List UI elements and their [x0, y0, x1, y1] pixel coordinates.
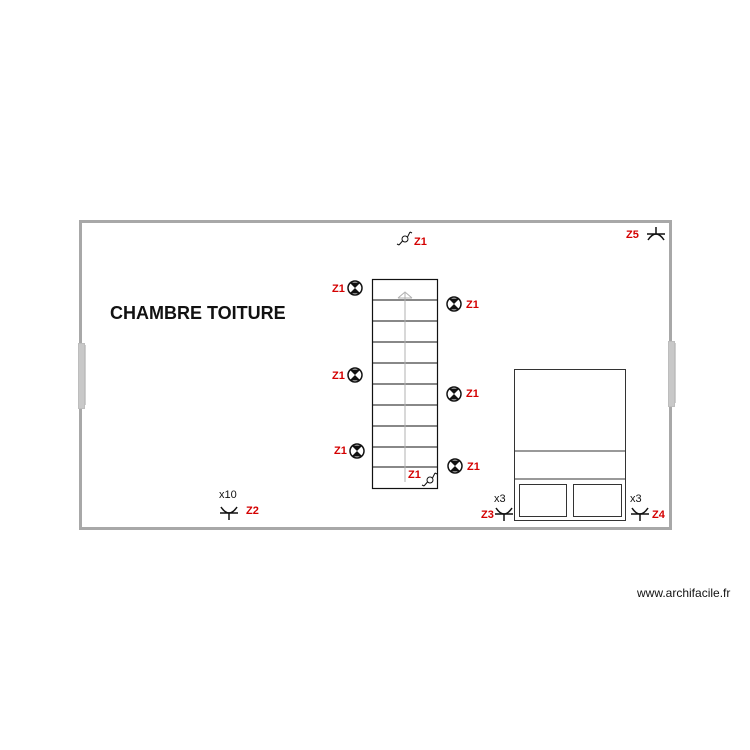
power-outlet-icon — [495, 507, 513, 521]
ceiling-light-icon — [347, 280, 363, 296]
furniture-bed — [514, 369, 626, 521]
light-zone-label: Z1 — [332, 370, 345, 382]
ceiling-light-icon — [447, 458, 463, 474]
switch-icon — [421, 472, 438, 487]
ceiling-light-icon — [347, 367, 363, 383]
window-right-pane — [675, 343, 676, 403]
outlet-z2-zone-label: Z2 — [246, 505, 259, 517]
power-outlet-icon — [631, 507, 649, 521]
switch-top-zone-label: Z1 — [414, 236, 427, 248]
light-zone-label: Z1 — [467, 461, 480, 473]
outlet-z4-quantity: x3 — [630, 493, 642, 505]
window-right — [668, 341, 675, 407]
power-outlet-icon — [220, 506, 238, 520]
outlet-z2-quantity: x10 — [219, 489, 237, 501]
room-name: CHAMBRE TOITURE — [110, 303, 286, 323]
watermark: www.archifacile.fr — [637, 586, 731, 600]
light-zone-label: Z1 — [332, 283, 345, 295]
window-left — [78, 343, 85, 409]
wall-bottom — [79, 527, 672, 530]
outlet-z3-zone-label: Z3 — [481, 509, 494, 521]
wall-top — [79, 220, 672, 223]
ceiling-light-icon — [446, 296, 462, 312]
switch-stair-zone-label: Z1 — [408, 469, 421, 481]
outlet-z5-zone-label: Z5 — [626, 229, 639, 241]
light-zone-label: Z1 — [466, 299, 479, 311]
window-left-pane — [85, 345, 86, 405]
switch-icon — [396, 231, 413, 246]
power-outlet-icon — [647, 227, 665, 241]
light-zone-label: Z1 — [466, 388, 479, 400]
ceiling-light-icon — [446, 386, 462, 402]
outlet-z3-quantity: x3 — [494, 493, 506, 505]
ceiling-light-icon — [349, 443, 365, 459]
staircase — [371, 278, 439, 490]
outlet-z4-zone-label: Z4 — [652, 509, 665, 521]
light-zone-label: Z1 — [334, 445, 347, 457]
